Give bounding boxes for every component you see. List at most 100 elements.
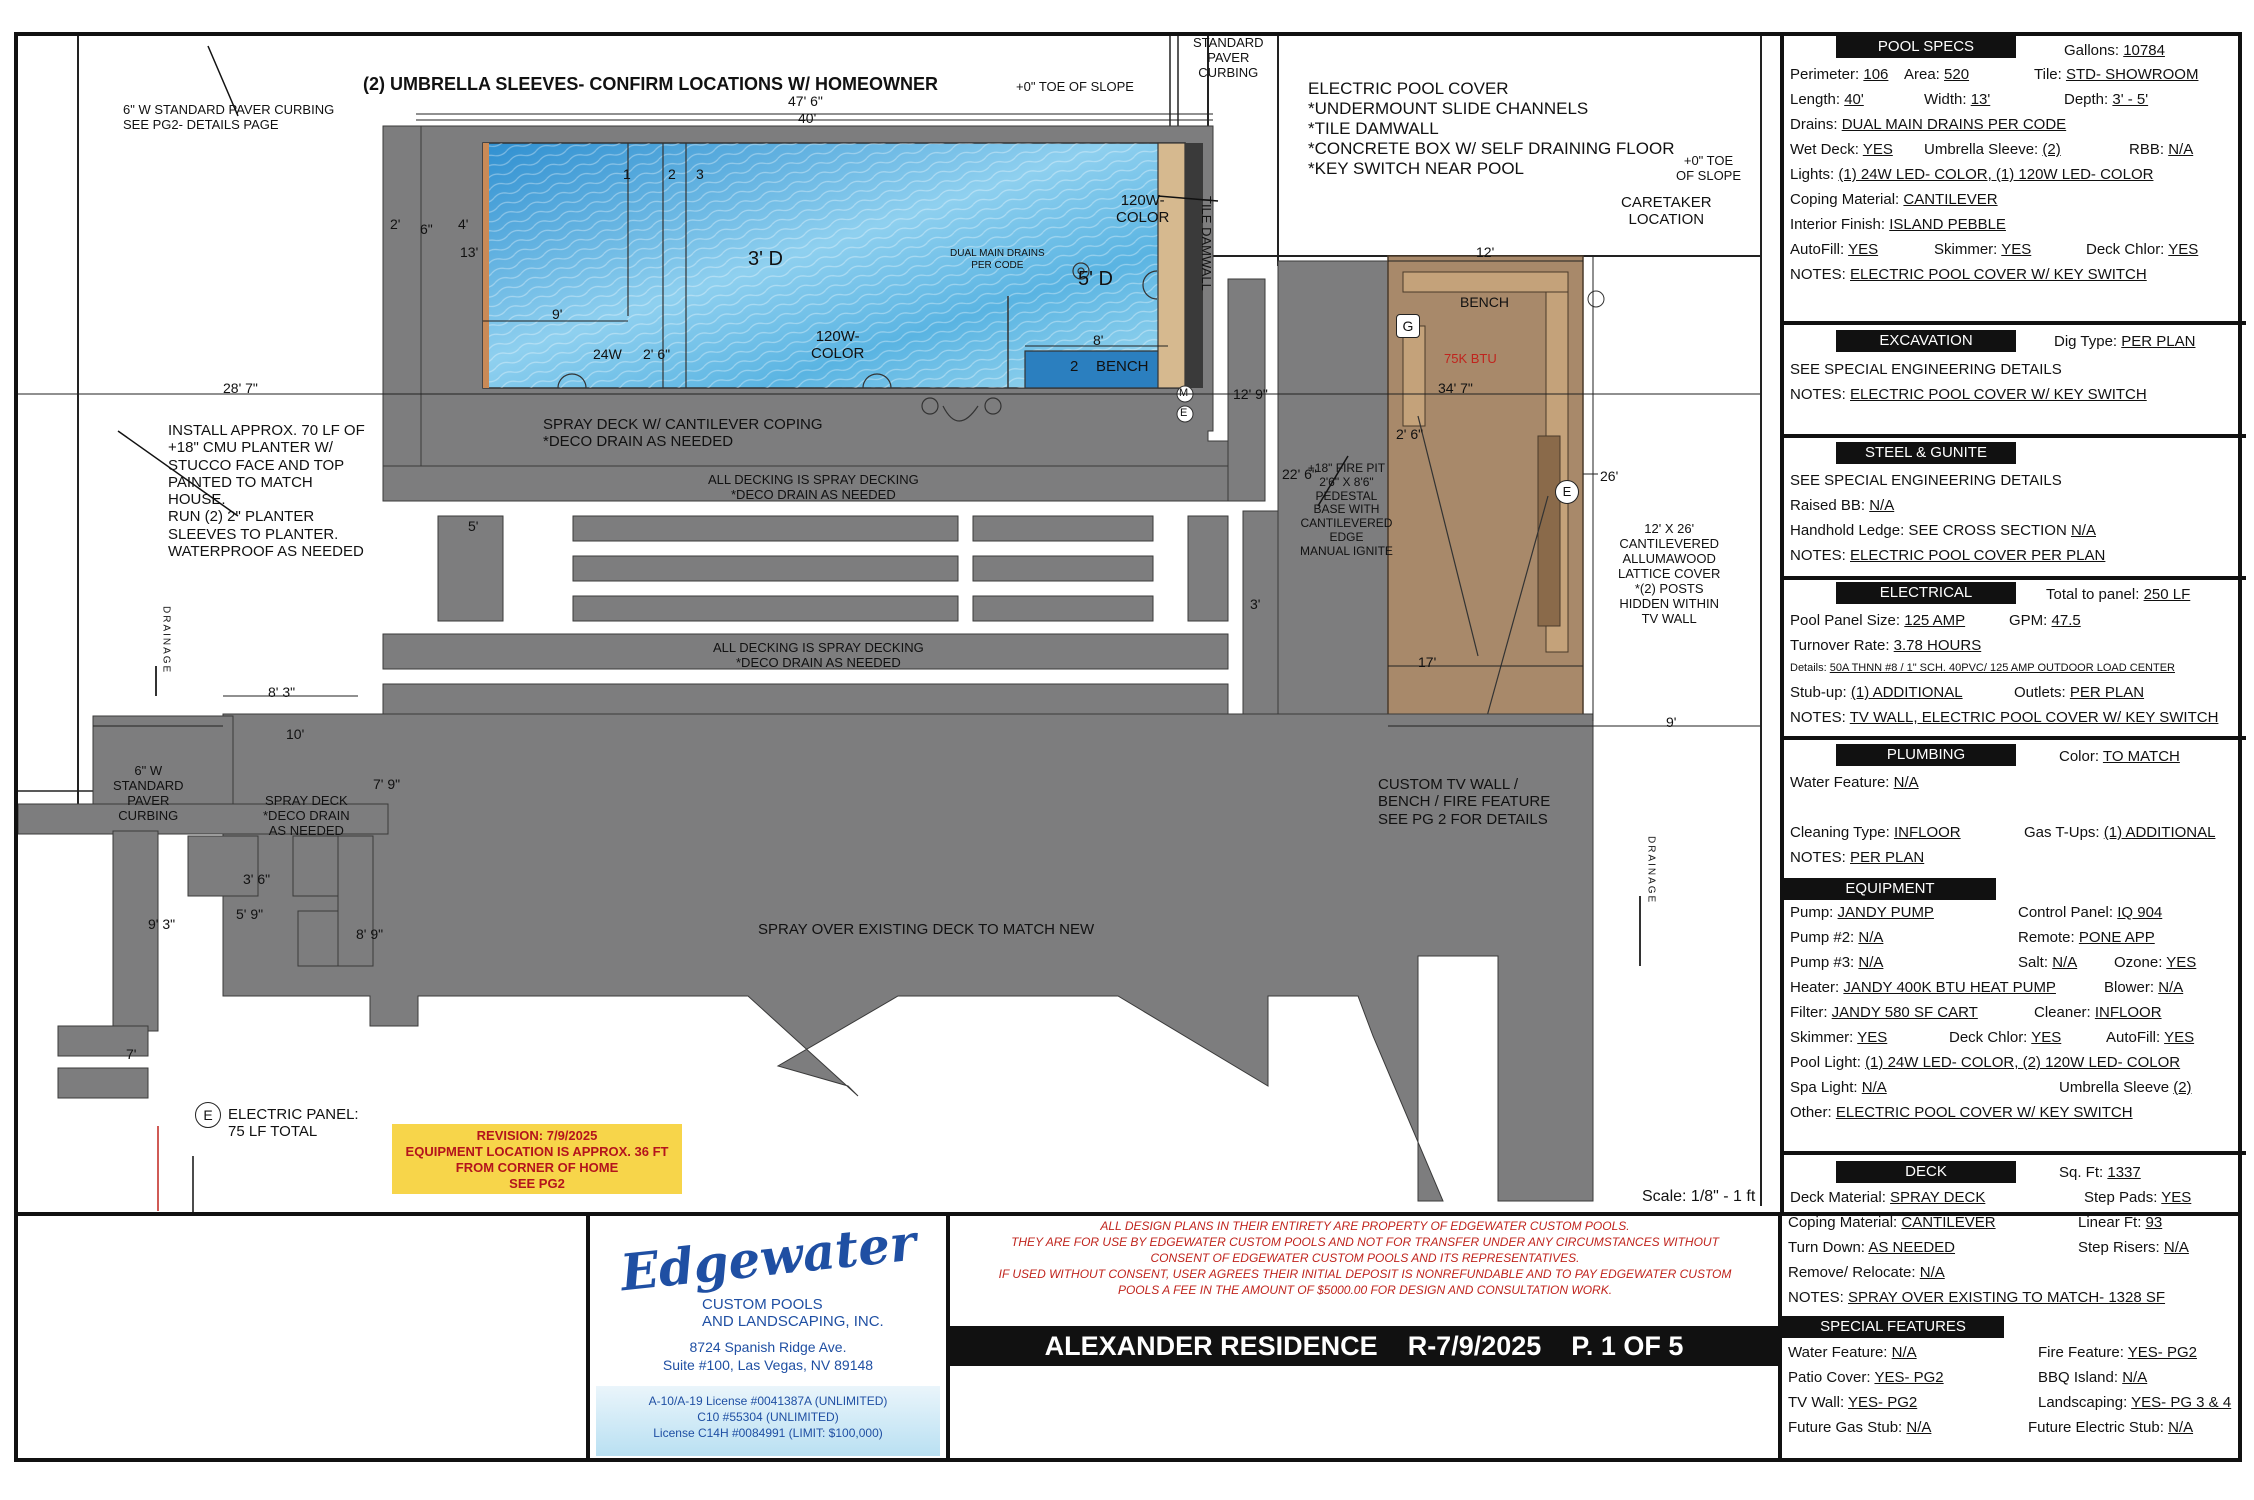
raised-bb-value: N/A xyxy=(1869,497,1895,514)
drains-value: DUAL MAIN DRAINS PER CODE xyxy=(1841,116,2067,133)
rbb-label: RBB: xyxy=(2129,141,2165,158)
revision-note: REVISION: 7/9/2025 EQUIPMENT LOCATION IS… xyxy=(392,1124,682,1194)
dim-7-9: 7' 9" xyxy=(373,776,401,792)
step-3: 3 xyxy=(696,166,704,182)
depth-deep: 5' D xyxy=(1078,268,1113,290)
turn-down-value: AS NEEDED xyxy=(1868,1239,1956,1256)
spa-light-label: Spa Light: xyxy=(1790,1079,1858,1096)
sf-tv-value: YES- PG2 xyxy=(1848,1394,1918,1411)
total-panel-label: Total to panel: xyxy=(2046,586,2140,603)
electrical-header: ELECTRICAL xyxy=(1836,582,2016,604)
gas-tups-label: Gas T-Ups: xyxy=(2024,824,2100,841)
drains-label: Drains: xyxy=(1790,116,1838,133)
disclaimer: ALL DESIGN PLANS IN THEIR ENTIRETY ARE P… xyxy=(998,1219,1732,1297)
tile-damwall-label: TILE DAMWALL xyxy=(1198,196,1214,291)
equip-skimmer-label: Skimmer: xyxy=(1790,1029,1854,1046)
pump3-value: N/A xyxy=(1858,954,1884,971)
gpm-value: 47.5 xyxy=(2051,612,2081,629)
plumbing-notes-value: PER PLAN xyxy=(1850,849,1925,866)
toe-of-slope-right-label: +0" TOE OF SLOPE xyxy=(1676,153,1742,183)
total-panel-value: 250 LF xyxy=(2143,586,2191,603)
equipment-header: EQUIPMENT xyxy=(1784,878,1996,900)
steel-notes-label: NOTES: xyxy=(1790,547,1846,564)
dim-40: 40' xyxy=(798,110,817,126)
special-features-header: SPECIAL FEATURES xyxy=(1782,1316,2004,1338)
logo-line-2: AND LANDSCAPING, INC. xyxy=(702,1313,884,1330)
dim-3: 3' xyxy=(1250,596,1261,612)
outlets-label: Outlets: xyxy=(2014,684,2066,701)
perimeter-label: Perimeter: xyxy=(1790,66,1860,83)
equip-autofill-label: AutoFill: xyxy=(2106,1029,2161,1046)
gallons-label: Gallons: xyxy=(2064,42,2120,59)
cover-box xyxy=(1185,143,1203,388)
fire-pit-deck xyxy=(1277,260,1389,722)
details-value: 50A THNN #8 / 1" SCH. 40PVC/ 125 AMP OUT… xyxy=(1829,662,2175,674)
lights-label: Lights: xyxy=(1790,166,1835,183)
dim-10: 10' xyxy=(286,726,305,742)
caretaker-location: CARETAKER LOCATION xyxy=(1621,194,1712,229)
license-line-3: License C14H #0084991 (LIMIT: $100,000) xyxy=(653,1426,883,1440)
logo-line-1: CUSTOM POOLS xyxy=(702,1296,823,1313)
cleaner-value: INFLOOR xyxy=(2094,1004,2162,1021)
umbrella-sleeve-note: (2) UMBRELLA SLEEVES- CONFIRM LOCATIONS … xyxy=(363,74,938,94)
license-line-2: C10 #55304 (UNLIMITED) xyxy=(697,1410,839,1424)
electric-symbol-pool: E xyxy=(1180,407,1188,419)
deck-chlor-value: YES xyxy=(2168,241,2199,258)
equip-deck-chlor-value: YES xyxy=(2031,1029,2062,1046)
spray-over-note: SPRAY OVER EXISTING DECK TO MATCH NEW xyxy=(758,921,1095,938)
deck-sqft-value: 1337 xyxy=(2107,1164,2141,1181)
existing-deck xyxy=(222,713,1594,1202)
paver-curbing-top-label: STANDARD PAVER CURBING xyxy=(1193,36,1264,80)
deck-notes-value: SPRAY OVER EXISTING TO MATCH- 1328 SF xyxy=(1848,1289,2166,1306)
equip-umbrella-value: (2) xyxy=(2173,1079,2192,1096)
deck-left-strip xyxy=(382,125,422,467)
excavation-line: SEE SPECIAL ENGINEERING DETAILS xyxy=(1790,361,2062,378)
electric-symbol-patio: E xyxy=(1555,480,1579,504)
motor-symbol: M xyxy=(1179,387,1189,399)
gpm-label: GPM: xyxy=(2009,612,2048,629)
fire-pit-note: +18" FIRE PIT 2'6" X 8'6" PEDESTAL BASE … xyxy=(1300,461,1393,558)
depth-shallow: 3' D xyxy=(748,248,783,270)
salt-label: Salt: xyxy=(2018,954,2049,971)
all-decking-note-1: ALL DECKING IS SPRAY DECKING *DECO DRAIN… xyxy=(708,472,919,502)
dim-6in: 6" xyxy=(420,221,433,237)
dim-9-3: 9' 3" xyxy=(148,916,176,932)
pool-lights xyxy=(557,262,1158,422)
depth-value: 3' - 5' xyxy=(2112,91,2149,108)
deck-coping-value: CANTILEVER xyxy=(1901,1214,1996,1231)
address-line-2: Suite #100, Las Vegas, NV 89148 xyxy=(662,1357,874,1373)
rbb-value: N/A xyxy=(2168,141,2194,158)
deck-material-value: SPRAY DECK xyxy=(1890,1189,1986,1206)
excavation-notes-label: NOTES: xyxy=(1790,386,1846,403)
finish-value: ISLAND PEBBLE xyxy=(1889,216,2006,233)
deck-header: DECK xyxy=(1836,1161,2016,1183)
coping-label: Coping Material: xyxy=(1790,191,1900,208)
step-pads-value: YES xyxy=(2161,1189,2192,1206)
deck-column xyxy=(1227,278,1266,502)
control-panel-value: IQ 904 xyxy=(2117,904,2163,921)
sf-water-value: N/A xyxy=(1891,1344,1917,1361)
sf-patio-label: Patio Cover: xyxy=(1788,1369,1871,1386)
salt-value: N/A xyxy=(2052,954,2078,971)
tile-label: Tile: xyxy=(2034,66,2062,83)
autofill-label: AutoFill: xyxy=(1790,241,1845,258)
dim-13: 13' xyxy=(460,244,479,260)
deck-chlor-label: Deck Chlor: xyxy=(2086,241,2165,258)
dim-3-6: 3' 6" xyxy=(243,871,271,887)
heater-label: Heater: xyxy=(1790,979,1840,996)
linear-ft-value: 93 xyxy=(2145,1214,2163,1231)
all-decking-note-2: ALL DECKING IS SPRAY DECKING *DECO DRAIN… xyxy=(713,640,924,670)
company-logo: Edgewater CUSTOM POOLS AND LANDSCAPING, … xyxy=(590,1213,946,1462)
deck-notes-label: NOTES: xyxy=(1788,1289,1844,1306)
equip-other-label: Other: xyxy=(1790,1104,1832,1121)
pump3-label: Pump #3: xyxy=(1790,954,1855,971)
spec-panel: POOL SPECS Gallons: 10784 Perimeter: 106… xyxy=(1780,36,2246,1216)
dim-9b: 9' xyxy=(1666,714,1677,730)
tv-wall-note: CUSTOM TV WALL / BENCH / FIRE FEATURE SE… xyxy=(1378,776,1551,828)
excavation-notes-value: ELECTRIC POOL COVER W/ KEY SWITCH xyxy=(1850,386,2147,403)
filter-label: Filter: xyxy=(1790,1004,1828,1021)
water-feature-label: Water Feature: xyxy=(1790,774,1890,791)
filter-value: JANDY 580 SF CART xyxy=(1831,1004,1978,1021)
drainage-arrows xyxy=(155,666,1641,966)
sf-water-label: Water Feature: xyxy=(1788,1344,1888,1361)
